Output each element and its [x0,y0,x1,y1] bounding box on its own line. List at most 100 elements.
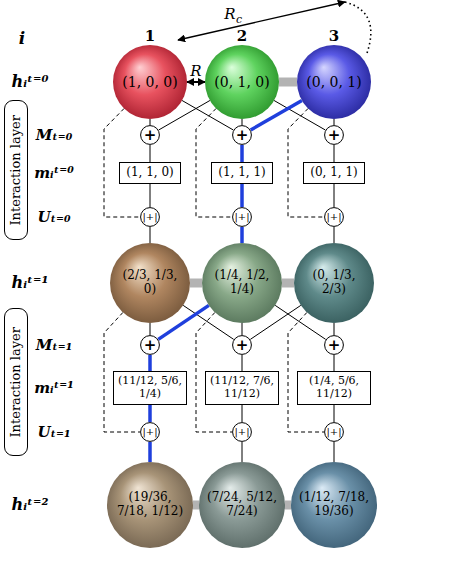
feature-sphere: (0, 1, 0) [205,45,279,119]
sum-node: + [140,335,160,355]
row-label: Uₜ₌₁ [37,425,70,440]
sphere-fill [205,45,279,119]
sum-node: + [232,335,252,355]
sphere-fill [107,462,193,548]
neighbor-bar [190,279,202,288]
feature-sphere: (19/36, 7/18, 1/12) [107,462,193,548]
connector [334,355,335,371]
node-text: (0, 0, 1) [306,74,361,90]
node-text: (0, 1, 1) [310,166,358,180]
feature-sphere: (7/24, 5/12, 7/24) [199,462,285,548]
connector [242,355,243,371]
connector [334,405,335,422]
update-node: |+| [140,422,160,442]
row-label: mᵢᵗ⁼¹ [34,381,74,396]
connector [148,405,152,422]
node-text: |+| [234,212,249,222]
feature-sphere: (1/12, 7/18, 19/36) [291,462,377,548]
circle-fill [325,208,344,227]
circle-fill [141,126,160,145]
connector [148,355,152,371]
node-text: (7/24, 5/12, 7/24) [204,491,280,519]
connector [150,227,151,243]
circle-fill [233,423,252,442]
node-text: (0, 1/3, 2/3) [299,269,369,297]
node-text: + [236,338,249,353]
circle-fill [233,208,252,227]
message-box: (1/4, 5/6, 11/12) [297,371,371,405]
row-label: hᵢᵗ⁼⁰ [12,74,49,90]
column-number: 1 [145,29,155,44]
row-label: mᵢᵗ⁼⁰ [34,166,74,181]
node-text: |+| [142,427,157,437]
index-label: i [19,30,25,47]
message-box: (11/12, 5/6, 1/4) [113,371,187,405]
node-text: (1, 1, 1) [218,166,266,180]
update-node: |+| [140,207,160,227]
node-text: + [328,128,341,143]
node-text: (1/4, 5/6, 11/12) [299,375,369,400]
neighbor-bar [193,501,199,510]
connector [240,227,244,243]
connector [334,442,335,462]
connector [242,405,243,422]
column-number: 2 [237,29,247,44]
node-text: |+| [142,212,157,222]
connector [148,442,152,462]
node-text: (1, 0, 0) [122,74,177,90]
circle-fill [233,336,252,355]
feature-sphere: (0, 0, 1) [297,45,371,119]
sphere-fill [294,243,374,323]
sphere-fill [113,45,187,119]
feature-sphere: (1/4, 1/2, 1/4) [202,243,282,323]
connector [240,184,244,207]
layer-bracket: Interaction layer [4,308,28,456]
connector [334,323,335,335]
node-text: |+| [326,427,341,437]
node-text: + [144,338,157,353]
feature-sphere: (2/3, 1/3, 0) [110,243,190,323]
connector [150,184,151,207]
update-node: |+| [324,422,344,442]
circle-fill [325,336,344,355]
message-box: (1, 1, 1) [211,162,273,184]
node-text: (0, 1, 0) [214,74,269,90]
row-label: Uₜ₌₀ [37,210,70,225]
connector [334,145,335,162]
message-box: (1, 1, 0) [119,162,181,184]
sum-node: + [232,125,252,145]
connector [334,119,335,125]
node-text: (19/36, 7/18, 1/12) [112,491,188,519]
cutoff-arc [345,2,371,56]
circle-fill [141,336,160,355]
cutoff-radius-arrow [178,2,345,40]
connector [242,119,243,125]
feature-sphere: (1, 0, 0) [113,45,187,119]
connector [150,145,151,162]
cutoff-subscript: c [236,14,242,25]
column-number: 3 [329,29,339,44]
node-text: (2/3, 1/3, 0) [115,269,185,297]
node-text: Interaction layer [9,115,24,226]
circle-fill [141,423,160,442]
connector [150,323,151,335]
node-text: (1/12, 7/18, 19/36) [296,491,372,519]
node-text: + [236,128,249,143]
update-node: |+| [232,422,252,442]
circle-fill [141,208,160,227]
sum-node: + [140,125,160,145]
distance-arrow [187,81,205,83]
node-text: (11/12, 7/6, 11/12) [207,375,277,400]
cutoff-label: R [224,7,235,22]
node-text: Interaction layer [9,327,24,438]
edge-label: R [190,64,201,79]
neighbor-bar [279,78,297,87]
update-node: |+| [324,207,344,227]
message-box: (11/12, 7/6, 11/12) [205,371,279,405]
connector [334,227,335,243]
connector [242,323,243,335]
neighbor-bar [285,501,291,510]
feature-sphere: (0, 1/3, 2/3) [294,243,374,323]
